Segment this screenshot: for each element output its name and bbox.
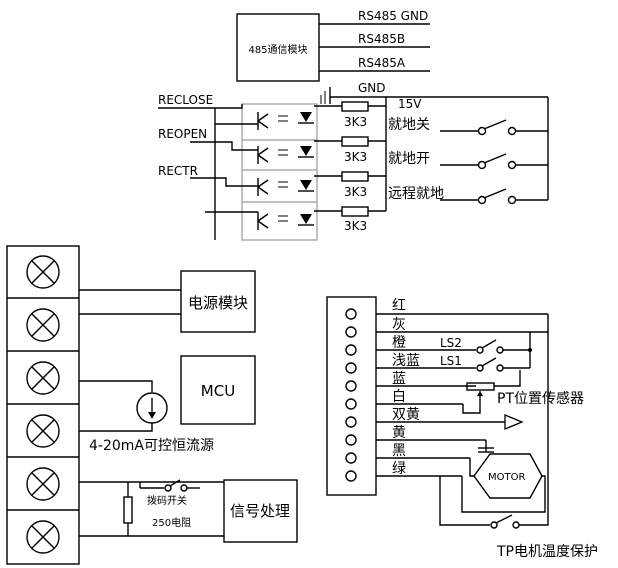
opto-channel-4 xyxy=(257,212,314,230)
resistor-3k3-4: 3K3 xyxy=(344,219,367,233)
supply-15v-label: 15V xyxy=(398,97,422,111)
current-source-label: 4-20mA可控恒流源 xyxy=(89,438,214,454)
limit-switch-ls2: LS2 xyxy=(440,336,462,350)
switch-local-open: 就地开 xyxy=(388,151,430,167)
pt-sensor-label: PT位置传感器 xyxy=(497,390,584,407)
rs485-pin-lines xyxy=(319,23,430,72)
connector-wire-lines xyxy=(376,313,548,477)
wire-light-blue: 浅蓝 xyxy=(392,353,420,369)
opto-resistors xyxy=(314,97,387,217)
power-wires xyxy=(79,289,181,315)
connector-pins xyxy=(345,308,357,482)
terminal-screws xyxy=(26,255,60,554)
rs485-module-title: 485通信模块 xyxy=(248,44,307,56)
signal-processing-box xyxy=(223,479,298,543)
wire-double-yellow: 双黄 xyxy=(392,406,420,423)
resistor-3k3-3: 3K3 xyxy=(344,185,367,199)
limit-switch-ls1: LS1 xyxy=(440,354,462,368)
resistor-250-label: 250电阻 xyxy=(152,516,191,529)
thermal-protection-switch xyxy=(439,314,549,529)
pt-position-sensor xyxy=(462,370,521,414)
signal-reclose: RECLOSE xyxy=(158,93,213,107)
switch-remote-local: 远程就地 xyxy=(388,186,444,202)
wire-green: 绿 xyxy=(392,461,406,477)
signal-input-wires xyxy=(79,479,224,537)
signal-wires xyxy=(158,104,258,240)
gnd-label: GND xyxy=(358,81,386,95)
rs485-pin-b: RS485B xyxy=(358,32,405,46)
rs485-pin-gnd: RS485 GND xyxy=(358,9,428,23)
connector-strip xyxy=(326,296,377,496)
resistor-3k3-2: 3K3 xyxy=(344,150,367,164)
signal-processing-label: 信号处理 xyxy=(230,502,290,520)
wire-black: 黑 xyxy=(392,443,406,459)
terminal-dividers xyxy=(7,297,79,511)
wire-orange: 橙 xyxy=(392,335,406,351)
opto-channel-1 xyxy=(257,112,314,130)
rs485-pin-a: RS485A xyxy=(358,56,406,70)
current-source xyxy=(79,380,168,432)
ground-arrow xyxy=(504,414,524,430)
limit-switches xyxy=(420,332,532,372)
wire-white: 白 xyxy=(392,389,406,405)
wire-red: 红 xyxy=(392,298,406,314)
motor-label: MOTOR xyxy=(488,472,525,483)
ground-symbol xyxy=(320,87,331,104)
thermal-protection-label: TP电机温度保护 xyxy=(496,544,598,560)
opto-block-box xyxy=(241,103,318,241)
opto-channel-2 xyxy=(257,146,314,164)
signal-rectr: RECTR xyxy=(158,164,198,178)
mcu-box xyxy=(180,355,256,425)
contact-switches xyxy=(430,96,549,205)
power-module-label: 电源模块 xyxy=(188,294,248,312)
mcu-label: MCU xyxy=(201,382,235,400)
terminal-block xyxy=(6,245,80,565)
wire-yellow: 黄 xyxy=(392,424,406,441)
wire-labels: 红 灰 橙 浅蓝 蓝 白 双黄 黄 黑 绿 xyxy=(392,298,420,477)
dip-switch-label: 拨码开关 xyxy=(147,494,187,507)
power-module-box xyxy=(180,270,256,333)
wire-blue: 蓝 xyxy=(392,371,406,387)
resistor-3k3-1: 3K3 xyxy=(344,115,367,129)
opto-channel-3 xyxy=(257,178,314,196)
motor xyxy=(461,439,546,513)
switch-local-close: 就地关 xyxy=(388,117,430,133)
signal-reopen: REOPEN xyxy=(158,127,207,141)
wire-gray: 灰 xyxy=(392,317,406,333)
